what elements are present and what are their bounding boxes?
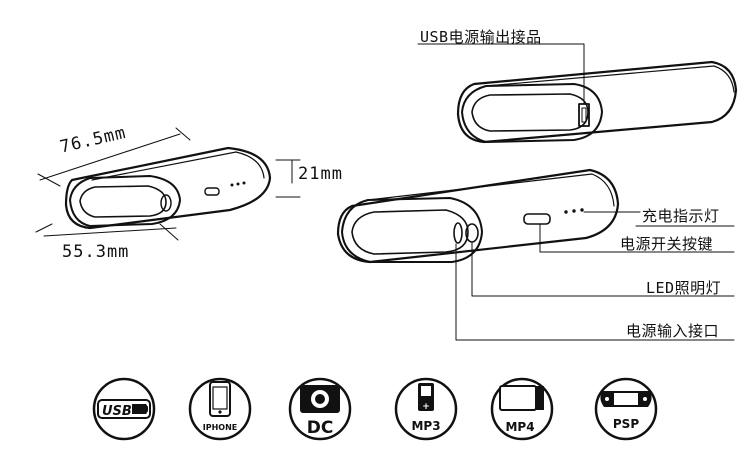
svg-text:IPHONE: IPHONE: [203, 423, 238, 432]
label-usb-output: USB电源输出接品: [420, 28, 542, 46]
powerbank-features-view: [336, 168, 620, 264]
dimension-lines: [35, 127, 301, 241]
label-led-light: LED照明灯: [646, 279, 722, 297]
psp-icon: PSP: [594, 377, 658, 441]
svg-text:+: +: [422, 402, 430, 412]
svg-text:DC: DC: [307, 418, 334, 438]
svg-text:PSP: PSP: [613, 417, 639, 431]
powerbank-usb-view: [456, 60, 738, 144]
label-power-switch: 电源开关按键: [620, 235, 714, 253]
dimension-width: 55.3mm: [62, 242, 130, 262]
mp3-icon: + MP3: [394, 377, 458, 441]
svg-text:MP3: MP3: [411, 419, 440, 433]
powerbank-dimensioned: [64, 146, 272, 230]
svg-text:MP4: MP4: [505, 420, 534, 434]
usb-icon: USB: [92, 377, 156, 441]
iphone-icon: IPHONE: [188, 377, 252, 441]
dc-icon: DC: [288, 377, 352, 441]
dimension-height: 21mm: [298, 164, 343, 184]
mp4-icon: MP4: [490, 377, 554, 441]
label-charge-indicator: 充电指示灯: [642, 207, 720, 225]
compat-icon-row: USB IPHONE DC + MP3: [92, 377, 658, 441]
svg-text:USB: USB: [102, 404, 132, 419]
leader-lines: [417, 43, 735, 341]
label-power-input: 电源输入接口: [626, 322, 720, 340]
